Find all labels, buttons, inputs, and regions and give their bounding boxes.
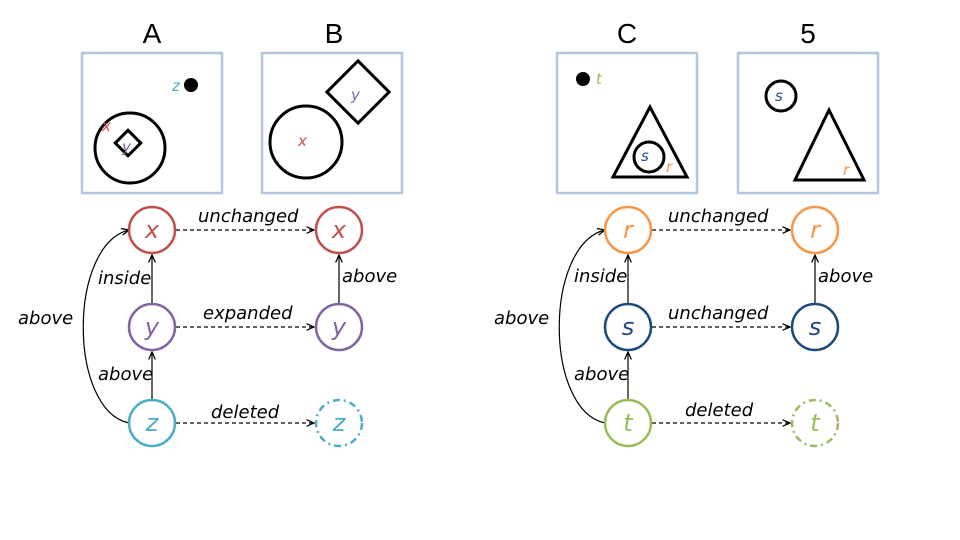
panel-b-diamond xyxy=(324,58,392,126)
edge-label-bottom-right: deleted xyxy=(685,400,754,421)
panel-b: x y xyxy=(260,51,404,195)
panel-c-dot xyxy=(576,72,590,86)
panel-title-b: B xyxy=(325,18,344,49)
panel-b-label-y: y xyxy=(350,86,361,104)
node-z-left: z xyxy=(127,398,177,448)
panel-a-label-z: z xyxy=(171,77,181,95)
node-s-right: s xyxy=(790,302,840,352)
node-z-deleted: z xyxy=(314,398,364,448)
panel-a-dot xyxy=(184,78,198,92)
edge-label-middle-left: expanded xyxy=(203,303,293,324)
node-r-left-label: r xyxy=(623,216,635,244)
panel-d-small-circle xyxy=(764,79,798,113)
panel-title-c: C xyxy=(617,18,637,49)
panel-c-triangle xyxy=(610,103,690,179)
edge-label-above-t-r: above xyxy=(494,308,549,329)
node-s-right-label: s xyxy=(809,313,822,341)
right-graph: unchanged unchanged deleted inside above… xyxy=(494,205,873,448)
left-graph: unchanged expanded deleted inside above … xyxy=(18,205,397,448)
node-y-left: y xyxy=(127,302,177,352)
node-x-left-label: x xyxy=(144,216,160,244)
node-z-left-label: z xyxy=(145,409,160,437)
node-x-right-label: x xyxy=(331,216,347,244)
node-z-deleted-label: z xyxy=(332,409,347,437)
panel-a-diamond xyxy=(113,128,143,158)
node-x-right: x xyxy=(314,205,364,255)
panel-title-d: 5 xyxy=(800,18,816,49)
panel-b-label-x: x xyxy=(297,132,307,150)
panel-d-triangle xyxy=(792,106,867,182)
edge-label-inside-right: inside xyxy=(574,266,627,287)
edge-label-inside-left: inside xyxy=(98,268,151,289)
edge-label-above-z-y: above xyxy=(98,364,153,385)
panel-a-circle xyxy=(93,111,167,185)
edge-label-top-left: unchanged xyxy=(198,206,299,227)
node-y-right-label: y xyxy=(331,313,347,341)
panel-c-label-s: s xyxy=(641,147,649,165)
edge-label-top-right: unchanged xyxy=(668,206,769,227)
edge-label-middle-right: unchanged xyxy=(668,303,769,324)
node-r-right: r xyxy=(790,205,840,255)
node-r-left: r xyxy=(603,205,653,255)
node-t-deleted-label: t xyxy=(810,409,821,437)
node-r-right-label: r xyxy=(810,216,822,244)
node-y-left-label: y xyxy=(144,313,160,341)
node-s-left-label: s xyxy=(622,313,635,341)
edge-label-above-right-left: above xyxy=(342,266,397,287)
node-t-left-label: t xyxy=(623,409,634,437)
edge-z-above-x xyxy=(82,230,129,424)
edge-label-above-z-x: above xyxy=(18,308,73,329)
panel-c-label-t: t xyxy=(596,70,603,88)
panel-d-label-s: s xyxy=(775,87,783,105)
panel-c-label-r: r xyxy=(666,158,673,176)
panel-d-label-r: r xyxy=(843,161,850,179)
panel-a: z x y xyxy=(80,51,224,195)
node-s-left: s xyxy=(603,302,653,352)
edge-label-above-right-right: above xyxy=(818,266,873,287)
panel-a-label-y: y xyxy=(121,138,132,156)
panel-d: s r xyxy=(736,51,880,195)
node-t-left: t xyxy=(603,398,653,448)
panel-c-small-circle xyxy=(632,140,666,174)
panel-c: t s r xyxy=(555,51,699,195)
edge-label-above-t-s: above xyxy=(574,364,629,385)
panel-title-a: A xyxy=(143,18,162,49)
panel-b-circle xyxy=(268,104,344,180)
panel-a-label-x: x xyxy=(101,117,111,135)
node-x-left: x xyxy=(127,205,177,255)
node-t-deleted: t xyxy=(790,398,840,448)
edge-t-above-r xyxy=(558,230,605,424)
edge-label-bottom-left: deleted xyxy=(211,402,280,423)
node-y-right: y xyxy=(314,302,364,352)
